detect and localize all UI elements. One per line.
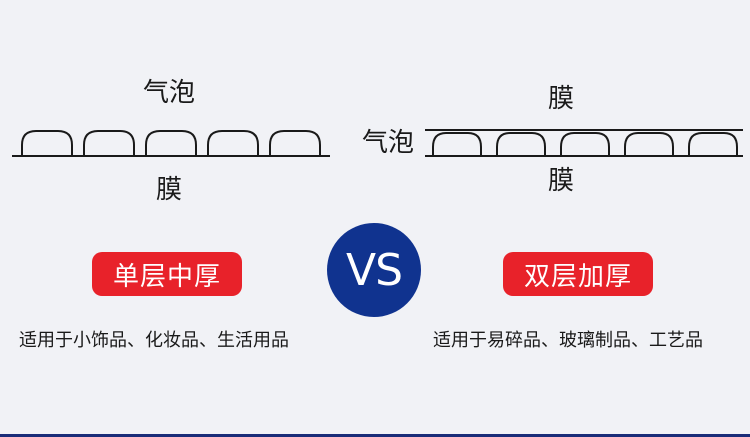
single-bubble-label: 气泡 <box>143 78 196 108</box>
double-layer-badge: 双层加厚 <box>503 252 653 296</box>
single-bubble <box>269 130 321 156</box>
single-bubble <box>145 130 197 156</box>
double-top-film-label: 膜 <box>548 84 575 114</box>
single-bubble <box>207 130 259 156</box>
double-bubble <box>688 132 738 156</box>
vs-circle: VS <box>327 223 421 317</box>
double-bubble <box>560 132 610 156</box>
double-bottom-film-label: 膜 <box>548 166 575 196</box>
double-bubble <box>624 132 674 156</box>
single-layer-usage: 适用于小饰品、化妆品、生活用品 <box>19 330 289 351</box>
single-layer-badge: 单层中厚 <box>92 252 242 296</box>
double-layer-structure <box>425 129 743 157</box>
double-layer-usage: 适用于易碎品、玻璃制品、工艺品 <box>433 330 703 351</box>
single-layer-structure <box>12 130 330 157</box>
double-bubble <box>432 132 482 156</box>
single-film-label: 膜 <box>156 175 183 205</box>
single-bubble <box>21 130 73 156</box>
double-bubble-label: 气泡 <box>362 128 415 158</box>
bottom-divider <box>0 434 750 437</box>
single-bubble <box>83 130 135 156</box>
double-bubble <box>496 132 546 156</box>
